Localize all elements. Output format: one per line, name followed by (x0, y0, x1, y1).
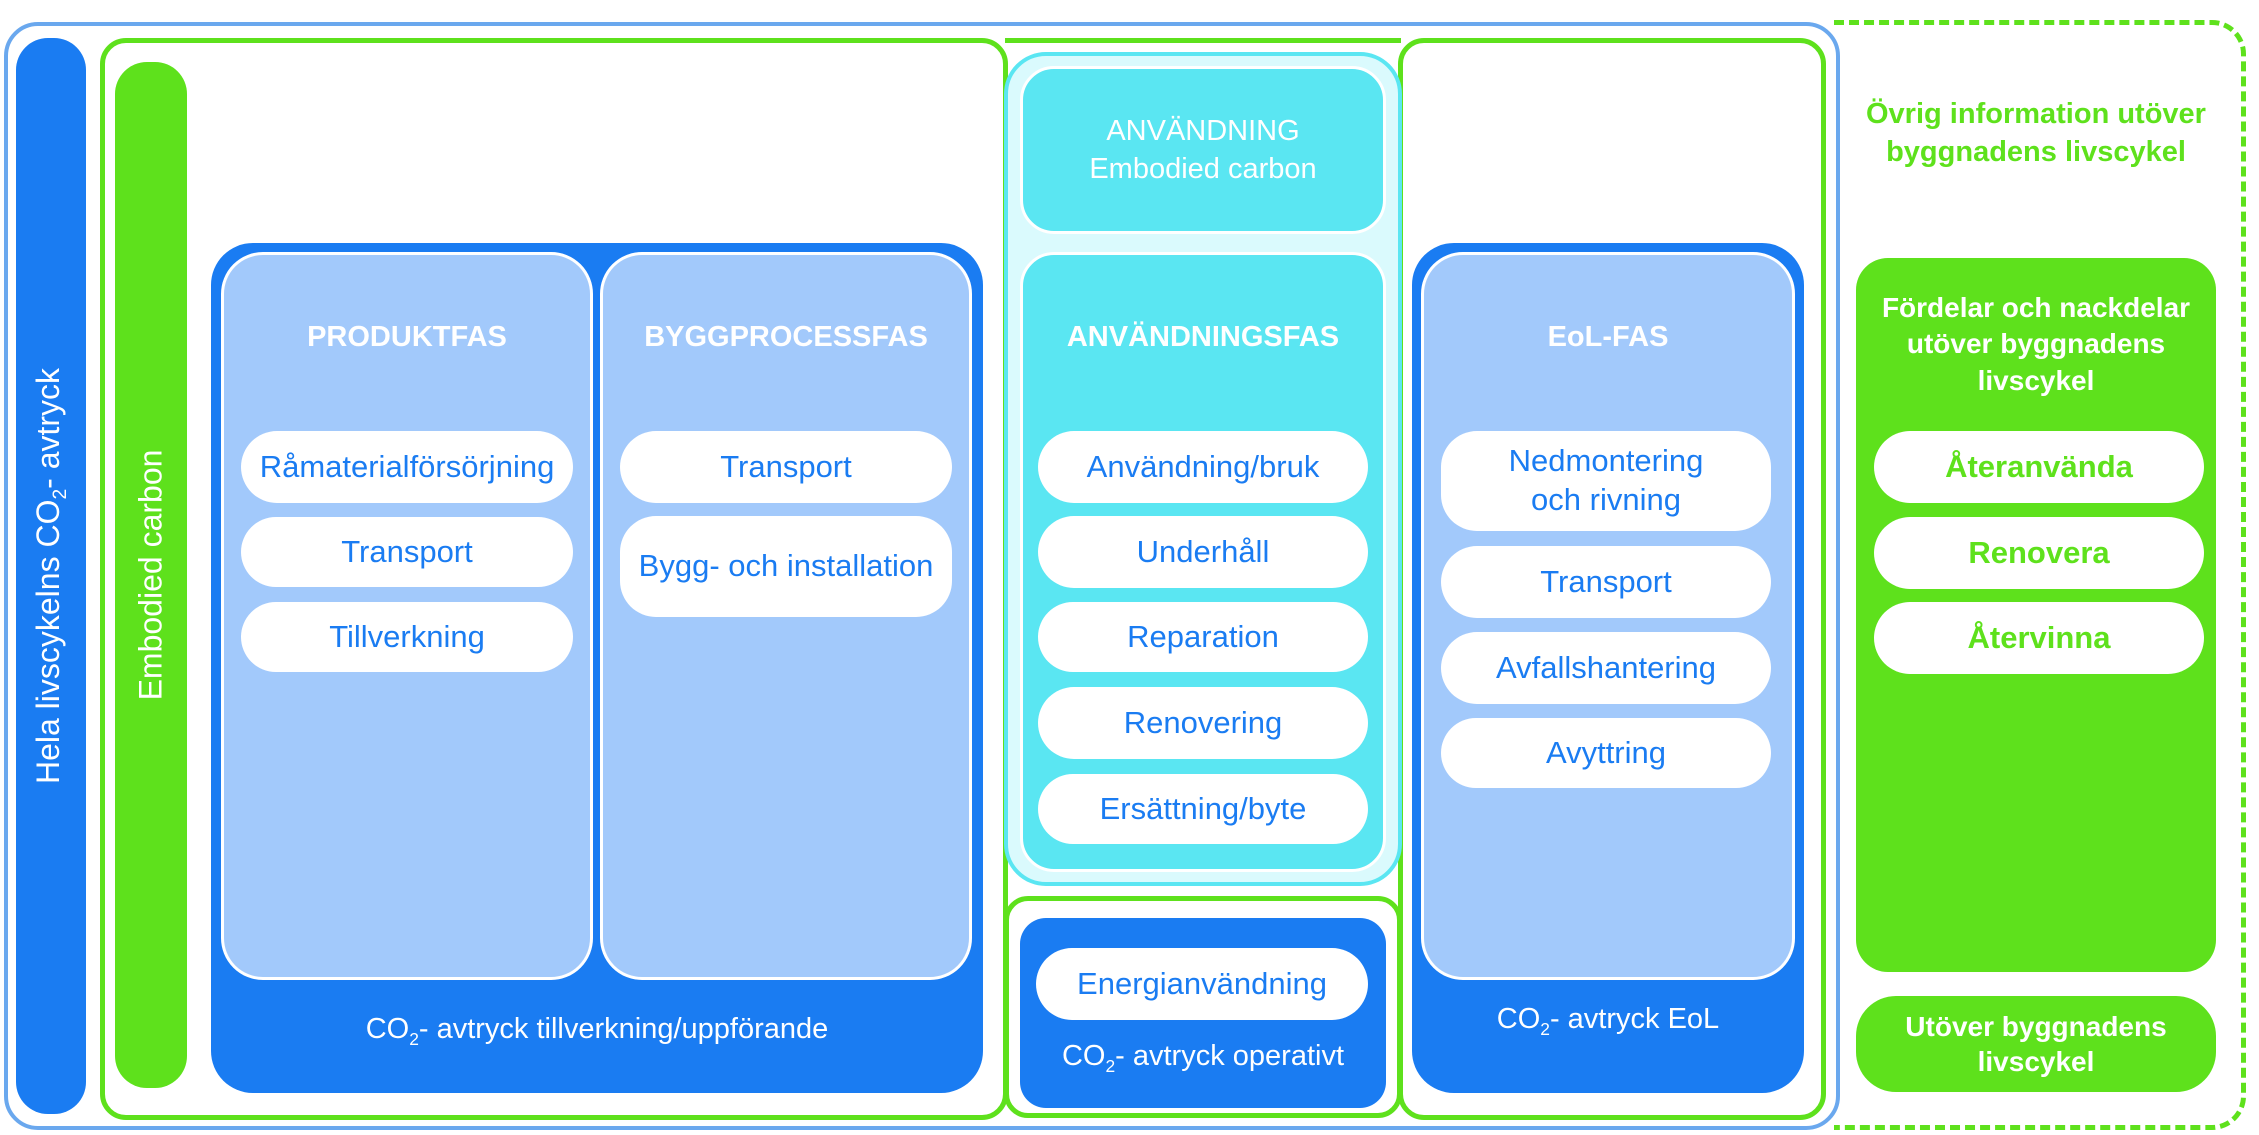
list-item: Renovering (1038, 687, 1368, 759)
right-heading: Övrig information utöver byggnadens livs… (1866, 98, 2206, 168)
list-item: Transport (620, 431, 952, 503)
list-item: Bygg- och installation (620, 516, 952, 617)
whole-lifecycle-label: Hela livscykelns CO (29, 499, 66, 785)
list-item: Avyttring (1441, 718, 1771, 788)
list-item: Ersättning/byte (1038, 774, 1368, 844)
produktfas-title: PRODUKTFAS (307, 321, 507, 353)
eol-footer: CO2- avtryck EoL (1496, 1003, 1720, 1039)
eol-title: EoL-FAS (1547, 321, 1669, 353)
anvandning-embodied-box: ANVÄNDNING Embodied carbon (1020, 66, 1386, 234)
energianvandning-item: Energianvändning (1036, 948, 1368, 1020)
beyond-lifecycle-box: Utöver byggnadens livscykel (1856, 996, 2216, 1092)
anvandning-top-line2: Embodied carbon (1089, 153, 1317, 185)
lifecycle-frame (4, 22, 1840, 1130)
whole-lifecycle-label-suffix: - avtryck (29, 367, 66, 489)
embodied-carbon-bar: Embodied carbon (115, 62, 187, 1088)
beyond-lifecycle-frame (1834, 20, 2246, 1130)
list-item: Återanvända (1874, 431, 2204, 503)
anvandningsfas-title: ANVÄNDNINGSFAS (1066, 321, 1340, 353)
list-item: Reparation (1038, 602, 1368, 672)
anvandning-top-line1: ANVÄNDNING (1106, 115, 1300, 147)
byggprocessfas-title: BYGGPROCESSFAS (644, 321, 928, 353)
list-item: Transport (1441, 546, 1771, 618)
embodied-top-connector (1005, 38, 1401, 43)
embodied-carbon-label: Embodied carbon (132, 449, 169, 701)
production-footer: CO2- avtryck tillverkning/uppförande (365, 1013, 829, 1049)
list-item: Råmaterialförsörjning (241, 431, 573, 503)
beyond-lifecycle-label: Utöver byggnadens livscykel (1905, 1011, 2167, 1077)
operativ-green-frame (1004, 896, 1402, 1118)
subscript-2: 2 (50, 488, 72, 500)
list-item: Nedmontering och rivning (1441, 431, 1771, 531)
list-item: Användning/bruk (1038, 431, 1368, 503)
list-item: Renovera (1874, 517, 2204, 589)
whole-lifecycle-bar: Hela livscykelns CO2- avtryck (16, 38, 86, 1114)
operativ-footer: CO2- avtryck operativt (1061, 1040, 1344, 1076)
advantages-title: Fördelar och nackdelar utöver byggnadens… (1881, 292, 2191, 396)
list-item: Avfallshantering (1441, 632, 1771, 704)
list-item: Underhåll (1038, 516, 1368, 588)
list-item: Transport (241, 517, 573, 587)
list-item: Tillverkning (241, 602, 573, 672)
list-item: Återvinna (1874, 602, 2204, 674)
